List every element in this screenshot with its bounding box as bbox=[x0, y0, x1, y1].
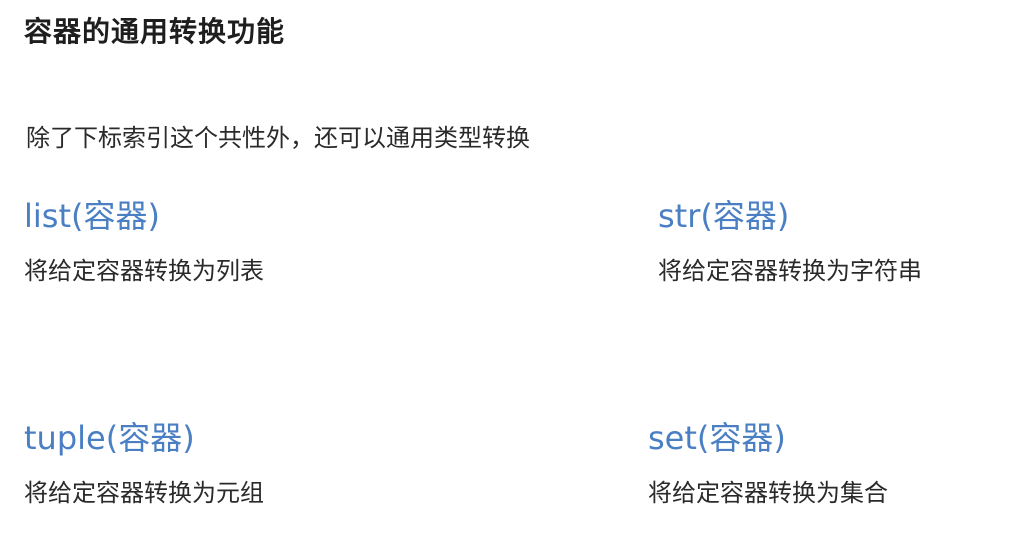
function-card-list: list(容器) 将给定容器转换为列表 bbox=[24, 196, 264, 286]
page-title: 容器的通用转换功能 bbox=[24, 15, 286, 48]
function-description-str: 将给定容器转换为字符串 bbox=[658, 257, 922, 285]
function-signature-tuple: tuple(容器) bbox=[24, 419, 195, 457]
function-description-tuple: 将给定容器转换为元组 bbox=[24, 479, 264, 507]
function-signature-set: set(容器) bbox=[648, 419, 786, 457]
function-description-list: 将给定容器转换为列表 bbox=[24, 257, 264, 285]
function-signature-str: str(容器) bbox=[658, 197, 790, 235]
function-card-set: set(容器) 将给定容器转换为集合 bbox=[648, 418, 888, 508]
function-signature-list: list(容器) bbox=[24, 197, 160, 235]
intro-text: 除了下标索引这个共性外，还可以通用类型转换 bbox=[26, 124, 530, 152]
function-card-str: str(容器) 将给定容器转换为字符串 bbox=[658, 196, 922, 286]
function-card-tuple: tuple(容器) 将给定容器转换为元组 bbox=[24, 418, 264, 508]
function-description-set: 将给定容器转换为集合 bbox=[648, 479, 888, 507]
